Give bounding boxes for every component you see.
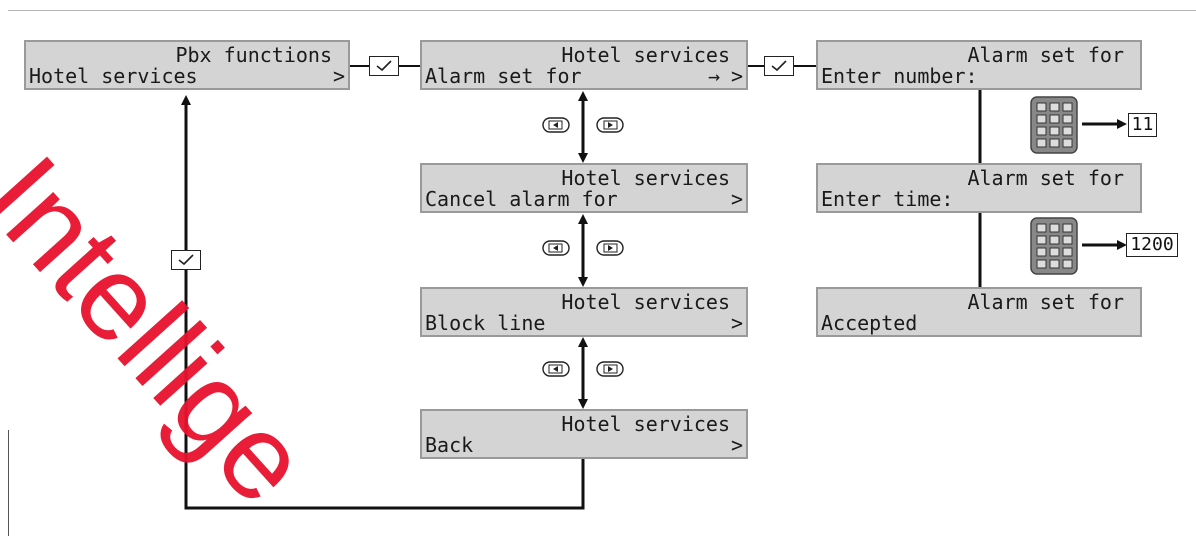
screen-line1: Alarm set for xyxy=(967,43,1124,67)
screen-line2: Accepted xyxy=(821,311,918,335)
screen-hotel-cancel-alarm: Hotel services Cancel alarm for > xyxy=(420,163,748,213)
screen-hotel-alarm-set: Hotel services Alarm set for → > xyxy=(420,40,748,90)
screen-line1: Hotel services xyxy=(561,43,730,67)
chevron-right-icon: > xyxy=(730,64,743,88)
screen-line1: Hotel services xyxy=(561,412,730,436)
chevron-right-icon: > xyxy=(332,64,345,88)
check-icon xyxy=(764,56,794,76)
arrow-right-icon: → xyxy=(707,64,720,88)
check-icon xyxy=(369,56,399,76)
entered-number-box: 11 xyxy=(1128,113,1157,137)
screen-pbx-functions: Pbx functions Hotel services > xyxy=(24,40,350,90)
screen-line1: Hotel services xyxy=(561,290,730,314)
chevron-right-icon: > xyxy=(730,187,743,211)
nav-left-key-icon xyxy=(542,361,570,377)
screen-line2: Enter number: xyxy=(821,64,978,88)
screen-line2: Block line xyxy=(425,311,546,335)
screen-alarm-accepted: Alarm set for Accepted xyxy=(816,287,1142,337)
screen-hotel-back: Hotel services Back > xyxy=(420,409,748,459)
screen-line2: Back xyxy=(425,433,474,457)
screen-line2: Hotel services xyxy=(29,64,198,88)
chevron-right-icon: > xyxy=(730,433,743,457)
screen-line2: Alarm set for xyxy=(425,64,582,88)
keypad-icon xyxy=(1030,96,1078,154)
screen-line1: Pbx functions xyxy=(175,43,332,67)
entered-time-box: 1200 xyxy=(1126,233,1178,257)
frame-left-border xyxy=(8,430,9,536)
screen-line1: Hotel services xyxy=(561,166,730,190)
nav-right-key-icon xyxy=(596,240,624,256)
frame-top-border xyxy=(8,10,1196,11)
nav-right-key-icon xyxy=(596,117,624,133)
screen-alarm-enter-number: Alarm set for Enter number: xyxy=(816,40,1142,90)
screen-alarm-enter-time: Alarm set for Enter time: xyxy=(816,163,1142,213)
nav-left-key-icon xyxy=(542,240,570,256)
screen-hotel-block-line: Hotel services Block line > xyxy=(420,287,748,337)
screen-line1: Alarm set for xyxy=(967,290,1124,314)
screen-line2: Enter time: xyxy=(821,187,954,211)
nav-left-key-icon xyxy=(542,117,570,133)
keypad-icon xyxy=(1030,217,1078,275)
nav-right-key-icon xyxy=(596,361,624,377)
screen-line1: Alarm set for xyxy=(967,166,1124,190)
screen-line2: Cancel alarm for xyxy=(425,187,618,211)
check-icon xyxy=(171,250,201,270)
chevron-right-icon: > xyxy=(730,311,743,335)
